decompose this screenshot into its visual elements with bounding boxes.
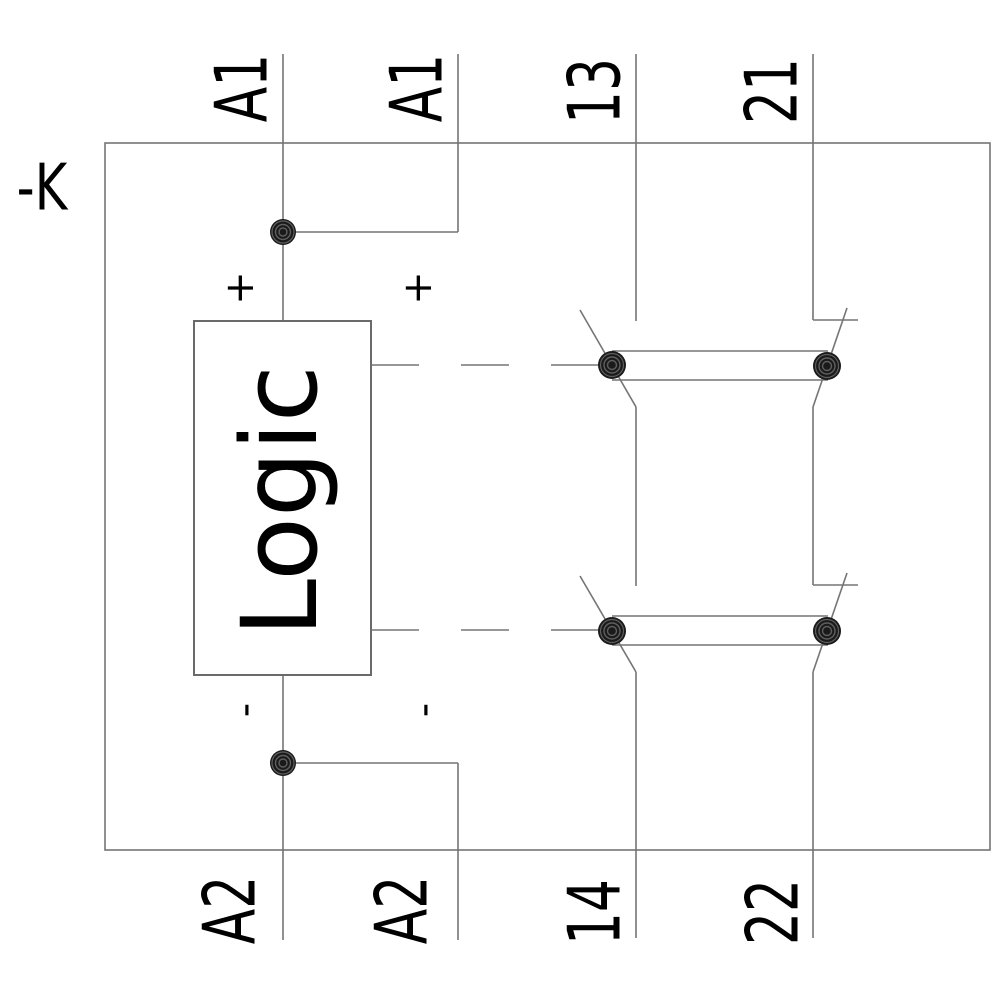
- contact-pole-21-22: [812, 54, 858, 938]
- terminal-label-a2-branch: A2: [360, 876, 444, 944]
- terminal-label-13: 13: [553, 58, 637, 124]
- contact-dot-22: [813, 617, 841, 645]
- contact-dot-13: [598, 351, 626, 379]
- contact-dot-14: [598, 617, 626, 645]
- polarity-plus-branch: +: [395, 271, 441, 305]
- contact-bridge-bottom: [612, 615, 828, 646]
- terminal-label-a2-coil: A2: [188, 876, 272, 944]
- terminal-label-a1-branch: A1: [375, 54, 459, 122]
- contact-bridge-top: [612, 350, 828, 381]
- terminal-labels-top: A1 A1 13 21: [200, 54, 814, 124]
- a1-junction-dot: [270, 219, 296, 245]
- junction-dots: [270, 219, 841, 776]
- polarity-plus-coil: +: [217, 271, 263, 305]
- terminal-labels-bottom: A2 A2 14 22: [188, 876, 815, 945]
- logic-label: Logic: [219, 365, 341, 637]
- polarity-minus-coil: -: [222, 703, 268, 717]
- terminal-label-22: 22: [731, 879, 815, 945]
- polarity-minus-branch: -: [401, 703, 447, 717]
- contact-dot-21: [813, 352, 841, 380]
- contact-pole-13-14: [579, 54, 637, 938]
- device-outline: [104, 142, 991, 851]
- coil-circuit: [282, 54, 459, 940]
- terminal-label-a1-coil: A1: [200, 54, 284, 122]
- terminal-label-21: 21: [730, 58, 814, 124]
- logic-box: [193, 320, 372, 676]
- a2-junction-dot: [270, 750, 296, 776]
- device-tag-label: -K: [17, 151, 69, 226]
- terminal-label-14: 14: [553, 879, 637, 945]
